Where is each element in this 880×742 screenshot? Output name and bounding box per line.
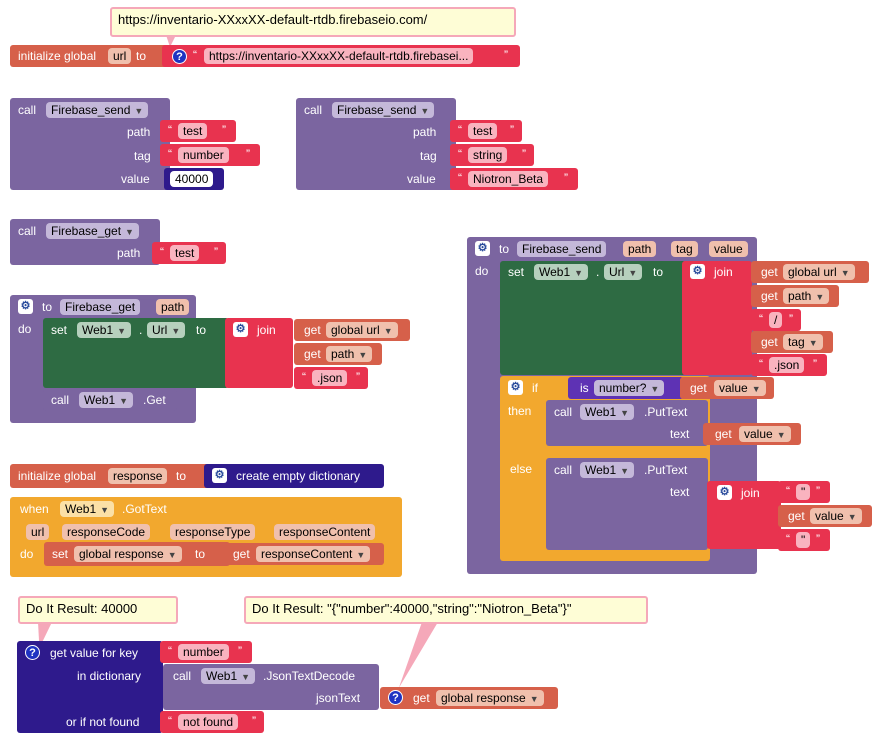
property-dropdown[interactable]: Url▼ (604, 264, 643, 280)
url-bubble-pointer (166, 35, 176, 47)
var-name-url[interactable]: url (108, 48, 132, 64)
gear-icon[interactable]: ⚙ (717, 485, 732, 500)
call-web1-jsontextdecode[interactable]: call Web1▼ .JsonTextDecode jsonText (163, 664, 379, 710)
proc-dropdown[interactable]: Firebase_send▼ (332, 102, 435, 118)
text-block-path-2[interactable]: “ test ” (450, 120, 522, 142)
text-quote-1[interactable]: “ " ” (778, 481, 830, 503)
do-it-result-bubble-1: Do It Result: 40000 (18, 596, 178, 624)
get-value-for-key-block[interactable]: ? get value for key in dictionary or if … (17, 641, 163, 733)
set-global-response[interactable]: set global response▼ to (44, 542, 230, 566)
get-value-then[interactable]: get value▼ (703, 423, 801, 445)
gear-icon[interactable]: ⚙ (475, 241, 490, 256)
text-block-tag-2[interactable]: “ string ” (450, 144, 534, 166)
get-path[interactable]: get path▼ (294, 343, 382, 365)
url-value[interactable]: https://inventario-XXxxXX-default-rtdb.f… (204, 48, 474, 64)
text-json[interactable]: “ .json ” (294, 367, 368, 389)
param-response-code[interactable]: responseCode (62, 524, 151, 540)
set-web1-url-block[interactable]: set Web1▼ . Url▼ to (43, 318, 229, 388)
get-value-if[interactable]: get value▼ (680, 377, 774, 399)
param-response-type[interactable]: responseType (170, 524, 256, 540)
text-block-value-2[interactable]: “ Niotron_Beta ” (450, 168, 578, 190)
component-dropdown[interactable]: Web1▼ (77, 322, 132, 338)
url-text-block[interactable]: ? “ https://inventario-XXxxXX-default-rt… (162, 45, 520, 67)
component-dropdown[interactable]: Web1▼ (60, 501, 115, 517)
text-not-found[interactable]: “ not found ” (160, 711, 264, 733)
gear-icon[interactable]: ⚙ (233, 322, 248, 337)
param-tag[interactable]: tag (671, 241, 698, 257)
call-firebase-send-2[interactable]: call Firebase_send▼ path tag value (296, 98, 456, 190)
result-2-pointer (398, 622, 438, 688)
var-name-response[interactable]: response (108, 468, 168, 484)
init-global-url-block[interactable]: initialize global url to (10, 45, 170, 67)
param-response-content[interactable]: responseContent (274, 524, 376, 540)
is-number-block[interactable]: is number?▼ (568, 377, 684, 399)
do-it-result-bubble-2: Do It Result: "{"number":40000,"string":… (244, 596, 648, 624)
help-icon[interactable]: ? (388, 690, 403, 705)
text-quote-2[interactable]: “ " ” (778, 529, 830, 551)
call-web1-puttext-else[interactable]: call Web1▼ .PutText text (546, 458, 708, 550)
text-block-get-path[interactable]: “ test ” (152, 242, 226, 264)
component-dropdown[interactable]: Web1▼ (534, 264, 589, 280)
help-icon[interactable]: ? (25, 645, 40, 660)
to-label: to (136, 49, 147, 63)
proc-dropdown[interactable]: Firebase_get▼ (46, 223, 139, 239)
number-block-value[interactable]: 40000 (164, 168, 224, 190)
help-icon[interactable]: ? (172, 49, 187, 64)
gear-icon[interactable]: ⚙ (508, 380, 523, 395)
gear-icon[interactable]: ⚙ (212, 468, 227, 483)
get-global-url-2[interactable]: get global url▼ (751, 261, 869, 283)
proc-name-field[interactable]: Firebase_get (60, 299, 141, 315)
url-comment-bubble: https://inventario-XXxxXX-default-rtdb.f… (110, 7, 516, 37)
gear-icon[interactable]: ⚙ (690, 264, 705, 279)
call-firebase-send-1[interactable]: call Firebase_send▼ path tag value (10, 98, 170, 190)
text-slash[interactable]: “ / ” (751, 309, 801, 331)
param-path[interactable]: path (623, 241, 657, 257)
create-empty-dictionary-block[interactable]: ⚙ create empty dictionary (204, 464, 384, 488)
gear-icon[interactable]: ⚙ (18, 299, 33, 314)
call-firebase-get[interactable]: call Firebase_get▼ path (10, 219, 160, 265)
init-label: initialize global (18, 49, 97, 63)
call-web1-puttext-then[interactable]: call Web1▼ .PutText text (546, 400, 708, 446)
component-dropdown[interactable]: Web1▼ (201, 668, 256, 684)
component-dropdown[interactable]: Web1▼ (580, 404, 635, 420)
join-block-2[interactable]: ⚙ join (682, 261, 752, 375)
join-block-else[interactable]: ⚙ join (707, 481, 781, 549)
text-block-path[interactable]: “ test ” (160, 120, 236, 142)
param-url[interactable]: url (26, 524, 50, 540)
join-block[interactable]: ⚙ join (225, 318, 293, 388)
proc-dropdown[interactable]: Firebase_send▼ (46, 102, 149, 118)
component-dropdown[interactable]: Web1▼ (79, 392, 134, 408)
call-web1-get[interactable]: call Web1▼ .Get (43, 389, 177, 411)
url-comment-text: https://inventario-XXxxXX-default-rtdb.f… (118, 12, 428, 27)
get-value-else[interactable]: get value▼ (778, 505, 872, 527)
init-global-response-block[interactable]: initialize global response to (10, 464, 210, 488)
get-response-content[interactable]: get responseContent▼ (224, 543, 384, 565)
get-global-url[interactable]: get global url▼ (294, 319, 410, 341)
get-tag[interactable]: get tag▼ (751, 331, 833, 353)
proc-name-field[interactable]: Firebase_send (517, 241, 607, 257)
get-global-response[interactable]: ? get global response▼ (380, 687, 558, 709)
get-path-2[interactable]: get path▼ (751, 285, 839, 307)
param-value[interactable]: value (709, 241, 748, 257)
component-dropdown[interactable]: Web1▼ (580, 462, 635, 478)
set-web1-url-block-2[interactable]: set Web1▼ . Url▼ to (500, 261, 686, 375)
property-dropdown[interactable]: Url▼ (147, 322, 186, 338)
param-path[interactable]: path (156, 299, 190, 315)
text-key-number[interactable]: “ number ” (160, 641, 252, 663)
text-block-tag[interactable]: “ number ” (160, 144, 260, 166)
text-json-2[interactable]: “ .json ” (751, 354, 827, 376)
